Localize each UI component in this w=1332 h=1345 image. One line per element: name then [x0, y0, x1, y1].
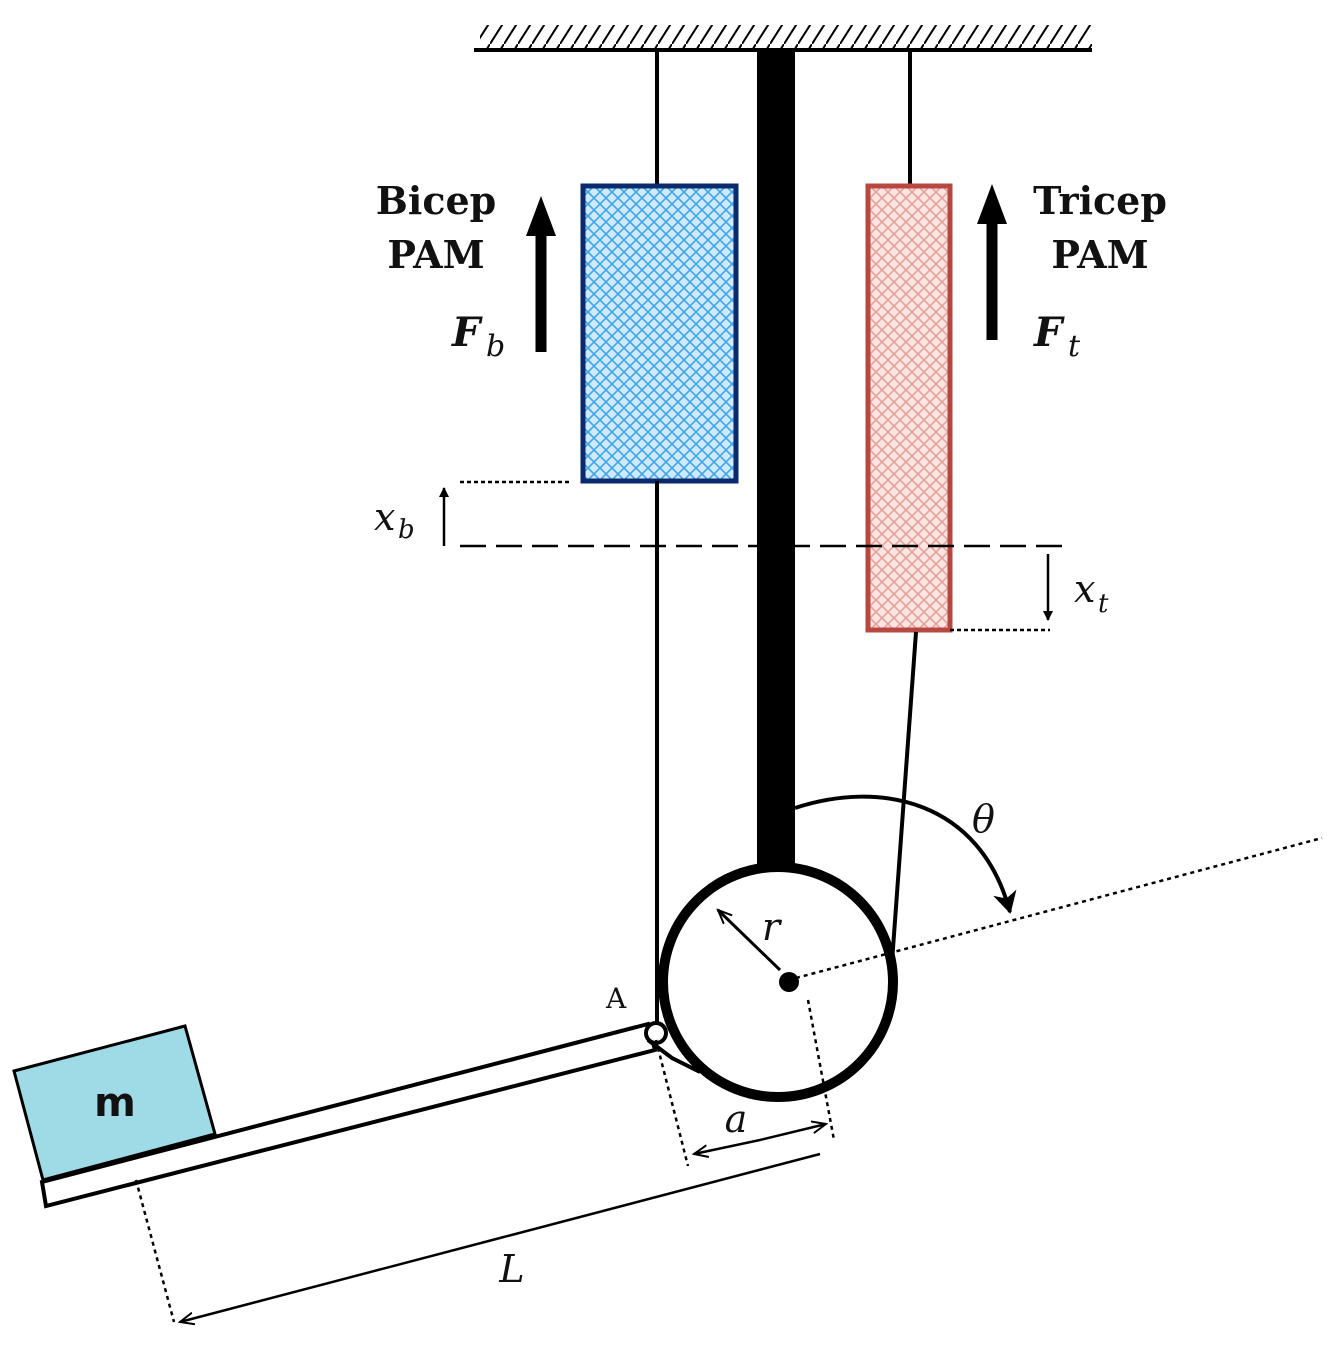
tricep-label-line2: PAM — [1051, 232, 1148, 277]
offset-a-label: a — [725, 1097, 748, 1141]
mass-label: m — [94, 1080, 136, 1126]
disp-bicep-subscript: b — [398, 515, 415, 545]
force-bicep-subscript: b — [486, 329, 505, 364]
upper-arm-rod — [757, 50, 795, 870]
ceiling — [474, 25, 1092, 52]
displacement-markers — [439, 480, 1068, 632]
length-l-label: L — [498, 1247, 524, 1291]
force-tricep-subscript: t — [1068, 329, 1081, 364]
theta-arc — [794, 794, 1017, 914]
disp-tricep-label: x — [1074, 567, 1095, 611]
disp-bicep-label: x — [374, 495, 395, 539]
force-arrow-tricep — [977, 184, 1007, 340]
bicep-pam — [580, 50, 739, 1030]
elbow-pulley — [658, 862, 898, 1102]
bicep-label-line2: PAM — [387, 232, 484, 277]
mass-block — [12, 1024, 217, 1182]
dimension-lines — [134, 999, 836, 1322]
theta-label: θ — [972, 797, 995, 841]
tricep-pam — [865, 50, 953, 963]
radius-label: r — [762, 905, 783, 949]
point-a-label: A — [605, 982, 627, 1015]
force-arrow-bicep — [526, 196, 556, 352]
force-bicep-label: F — [451, 309, 483, 356]
reference-line — [795, 836, 1323, 980]
disp-tricep-subscript: t — [1098, 589, 1109, 619]
bicep-label-line1: Bicep — [376, 178, 496, 223]
tricep-label-line1: Tricep — [1033, 178, 1167, 223]
force-tricep-label: F — [1033, 309, 1065, 356]
